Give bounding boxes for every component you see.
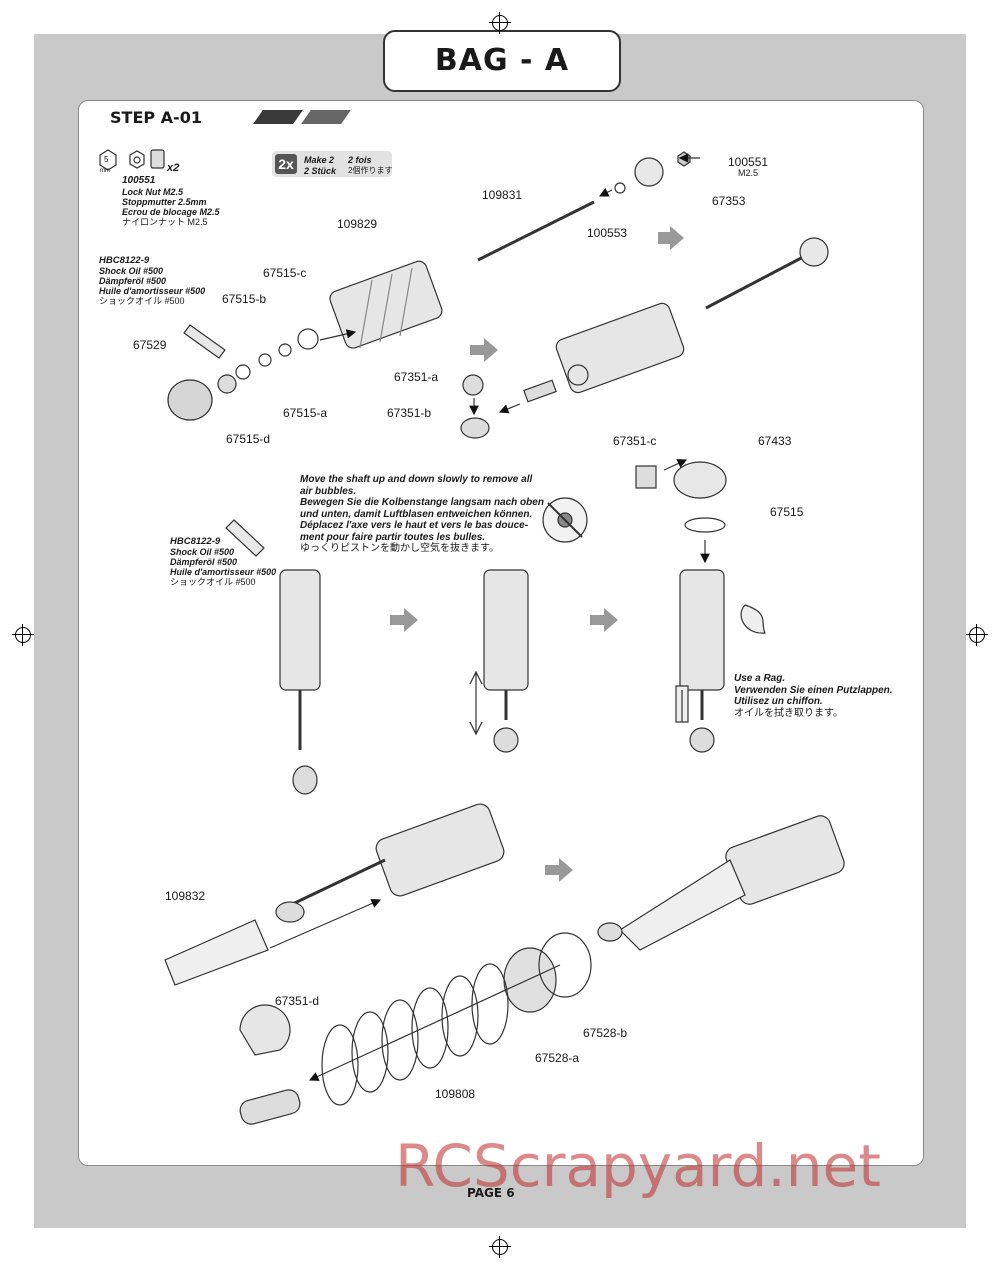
spring-collar-67528-a — [503, 947, 557, 1013]
hardware-name-de: Stoppmutter 2.5mm — [122, 197, 207, 207]
oil-name-en: Shock Oil #500 — [170, 547, 235, 557]
shock-body-bleed — [483, 569, 529, 691]
bubble-note: Move the shaft up and down slowly to rem… — [300, 474, 544, 555]
part-label: 67351-a — [394, 370, 439, 384]
registration-mark-icon — [966, 624, 988, 646]
ball-67351-a — [462, 374, 484, 396]
hardware-name-fr: Ecrou de blocage M2.5 — [122, 207, 220, 217]
rag-icon — [740, 604, 766, 634]
shock-body-fill — [279, 569, 321, 691]
part-label: 67351-b — [387, 406, 432, 420]
part-label: 109829 — [337, 217, 378, 231]
e-clip — [614, 182, 626, 194]
hardware-name-jp: ナイロンナット M2.5 — [122, 217, 208, 227]
part-label: 109832 — [165, 889, 206, 903]
shock-assembled — [375, 803, 505, 897]
part-label: 67433 — [758, 434, 792, 448]
make-count: 2x — [275, 154, 297, 174]
bubble-note-line: air bubbles. — [300, 485, 357, 497]
cap-67529 — [167, 379, 213, 421]
o-ring-67515-c — [297, 328, 319, 350]
piston — [634, 157, 664, 187]
hardware-part-no: 100551 — [122, 175, 156, 186]
shock-body-capping — [679, 569, 725, 691]
rag-note-line: オイルを拭き取ります。 — [734, 707, 843, 719]
rod-end-67351-b — [460, 417, 490, 439]
oil-name-de: Dämpferöl #500 — [170, 557, 238, 567]
part-label: 67351-c — [613, 434, 657, 448]
hardware-count: x2 — [167, 162, 180, 174]
part-label: 67529 — [133, 338, 167, 352]
bubble-note-line: ゆっくりピストンを動かし空気を抜きます。 — [300, 543, 499, 554]
spring-109808 — [321, 963, 509, 1106]
o-ring-67528-b — [538, 932, 592, 998]
wrench-size: 5 — [104, 155, 109, 164]
bubble-note-line: und unten, damit Luftblasen entweichen k… — [300, 508, 533, 520]
registration-mark-icon — [489, 1236, 511, 1258]
lock-nut-side-icon — [150, 149, 165, 169]
bushing-67515-d — [217, 374, 237, 394]
oil-name-fr: Huile d'amortisseur #500 — [99, 286, 206, 296]
wrench-hex-icon — [99, 149, 117, 171]
oil-bottle-icon — [183, 324, 226, 359]
part-label: 67515-d — [226, 432, 271, 446]
bubble-note-line: ment pour faire partir toutes les bulles… — [300, 531, 486, 543]
shock-boot-109832 — [164, 919, 269, 986]
rag-note-line: Use a Rag. — [734, 673, 786, 684]
part-label: 67515-c — [263, 266, 307, 280]
spring-cup-67351-d — [239, 1004, 291, 1056]
make-line-jp: 2個作ります — [348, 166, 393, 175]
shock-body — [329, 260, 443, 349]
shock-cap-67433 — [673, 461, 727, 499]
oil-name-jp: ショックオイル #500 — [99, 296, 185, 306]
oil-name-fr: Huile d'amortisseur #500 — [170, 567, 277, 577]
bubble-note-line: Move the shaft up and down slowly to rem… — [300, 474, 533, 485]
make-quantity-badge: 2x Make 2 2 fois 2 Stück 2個作ります — [272, 151, 392, 177]
step-title: STEP A-01 — [110, 108, 202, 127]
part-label: 67351-d — [275, 994, 320, 1008]
oil-part-no: HBC8122-9 — [170, 536, 221, 547]
hardware-name-en: Lock Nut M2.5 — [122, 187, 184, 197]
part-label: 67515-a — [283, 406, 328, 420]
rag-note: Use a Rag. Verwenden Sie einen Putzlappe… — [734, 673, 893, 719]
oil-part-no: HBC8122-9 — [99, 255, 150, 266]
shock-body-assembled — [555, 302, 685, 394]
rag-note-line: Utilisez un chiffon. — [734, 696, 823, 707]
part-label: 67515 — [770, 505, 804, 519]
watermark: RCScrapyard.net — [395, 1132, 881, 1200]
part-label: 67528-b — [583, 1026, 628, 1040]
oil-name-jp: ショックオイル #500 — [170, 577, 256, 587]
lock-nut — [677, 151, 691, 167]
lock-nut-icon — [129, 150, 145, 169]
oil-name-de: Dämpferöl #500 — [99, 276, 167, 286]
part-label: 67353 — [712, 194, 746, 208]
part-label: 109808 — [435, 1087, 476, 1101]
bubble-note-line: Bewegen Sie die Kolbenstange langsam nac… — [300, 497, 544, 508]
part-label: 100553 — [587, 226, 628, 240]
part-label: 100551 — [728, 155, 769, 169]
rag-note-line: Verwenden Sie einen Putzlappen. — [734, 684, 893, 696]
part-label: 109831 — [482, 188, 523, 202]
rod-end — [239, 1089, 301, 1125]
part-label: 67528-a — [535, 1051, 580, 1065]
registration-mark-icon — [12, 624, 34, 646]
page-number: PAGE 6 — [467, 1186, 515, 1200]
o-ring-67515 — [684, 517, 726, 533]
make-line-de: 2 Stück — [304, 166, 337, 176]
bubble-note-line: Déplacez l'axe vers le haut et vers le b… — [300, 520, 529, 531]
bushing-67351-c — [635, 465, 657, 489]
part-label-sub: M2.5 — [738, 168, 759, 178]
registration-mark-icon — [489, 12, 511, 34]
wrench-unit: mm — [100, 168, 110, 174]
make-line-en: Make 2 — [304, 155, 335, 165]
spacer-67515-b — [278, 343, 292, 357]
shock-shaft-assembled — [705, 254, 806, 310]
bag-title: BAG - A — [383, 30, 621, 92]
make-line-fr: 2 fois — [348, 155, 372, 165]
shock-shaft — [477, 200, 595, 262]
part-label: 67515-b — [222, 292, 267, 306]
oil-name-en: Shock Oil #500 — [99, 266, 164, 276]
oil-bottle-icon — [225, 519, 265, 557]
